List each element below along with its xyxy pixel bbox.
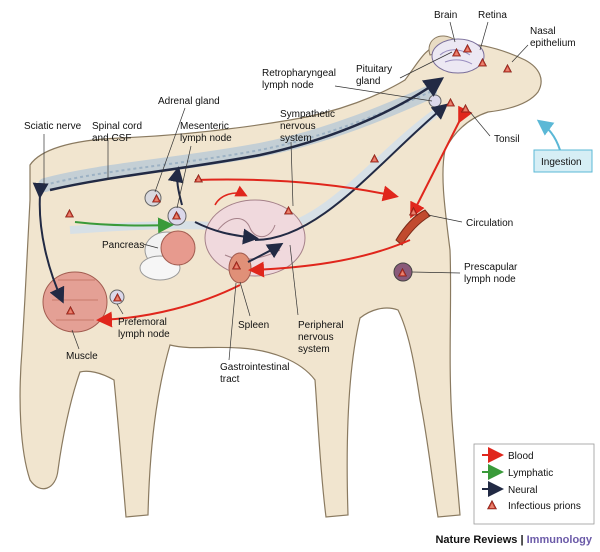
label-prescapular-1: Prescapular (464, 262, 518, 273)
label-spinal-1: Spinal cord (92, 121, 142, 132)
lymphatic-arrow (74, 217, 174, 234)
legend-blood: Blood (508, 451, 534, 462)
label-peripheral-1: Peripheral (298, 320, 344, 331)
label-retro-2: lymph node (262, 80, 314, 91)
label-adrenal: Adrenal gland (158, 96, 220, 107)
label-sympathetic-1: Sympathetic (280, 109, 335, 120)
journal-credit: Nature Reviews | Immunology (435, 534, 592, 546)
label-muscle: Muscle (66, 351, 98, 362)
label-mesenteric-2: lymph node (180, 133, 232, 144)
label-pituitary-1: Pituitary (356, 64, 392, 75)
legend-neural: Neural (508, 485, 537, 496)
label-prefemoral-1: Prefemoral (118, 317, 167, 328)
label-circulation: Circulation (466, 218, 513, 229)
adrenal-gland-organ (160, 230, 196, 266)
label-pituitary-2: gland (356, 76, 380, 87)
ingestion-arrow (536, 119, 561, 151)
blood-arrow-muscle (96, 284, 241, 328)
label-mesenteric-1: Mesenteric (180, 121, 229, 132)
label-sympathetic-2: nervous (280, 121, 316, 132)
label-nasal-2: epithelium (530, 38, 576, 49)
label-retina: Retina (478, 10, 507, 21)
label-sciatic: Sciatic nerve (24, 121, 82, 132)
label-gi-2: tract (220, 374, 240, 385)
legend-prions: Infectious prions (508, 501, 581, 512)
legend-lymphatic: Lymphatic (508, 468, 553, 479)
label-gi-1: Gastrointestinal (220, 362, 289, 373)
leader-lines (43, 21, 529, 361)
label-prescapular-2: lymph node (464, 274, 516, 285)
blood-arrow-gi (214, 185, 248, 206)
blood-arrow-spleen (248, 239, 411, 278)
label-sympathetic-3: system (280, 133, 312, 144)
legend: Blood Lymphatic Neural Infectious prions (473, 443, 595, 525)
neural-arrow-mesenteric (167, 166, 184, 206)
label-retro-1: Retropharyngeal (262, 68, 336, 79)
label-spleen: Spleen (238, 320, 269, 331)
label-peripheral-3: system (298, 344, 330, 355)
label-ingestion: Ingestion (541, 157, 582, 168)
neural-arrow-sympathetic (194, 221, 259, 245)
muscle-organ (42, 271, 108, 333)
neural-arrow-sciatic (32, 182, 65, 304)
label-peripheral-2: nervous (298, 332, 334, 343)
label-tonsil: Tonsil (494, 134, 520, 145)
blood-arrow-top (194, 178, 399, 202)
neural-arrow-spinal (49, 77, 445, 192)
credit-section: Immunology (526, 534, 592, 546)
label-spinal-2: and CSF (92, 133, 131, 144)
credit-journal: Nature Reviews (435, 534, 518, 546)
label-nasal-1: Nasal (530, 26, 556, 37)
label-pancreas: Pancreas (102, 240, 144, 251)
credit-separator: | (517, 534, 527, 546)
neural-arrow-gi (247, 242, 284, 263)
blood-arrow-circulation (410, 105, 473, 219)
ingestion-box (533, 149, 593, 173)
label-prefemoral-2: lymph node (118, 329, 170, 340)
label-brain: Brain (434, 10, 457, 21)
